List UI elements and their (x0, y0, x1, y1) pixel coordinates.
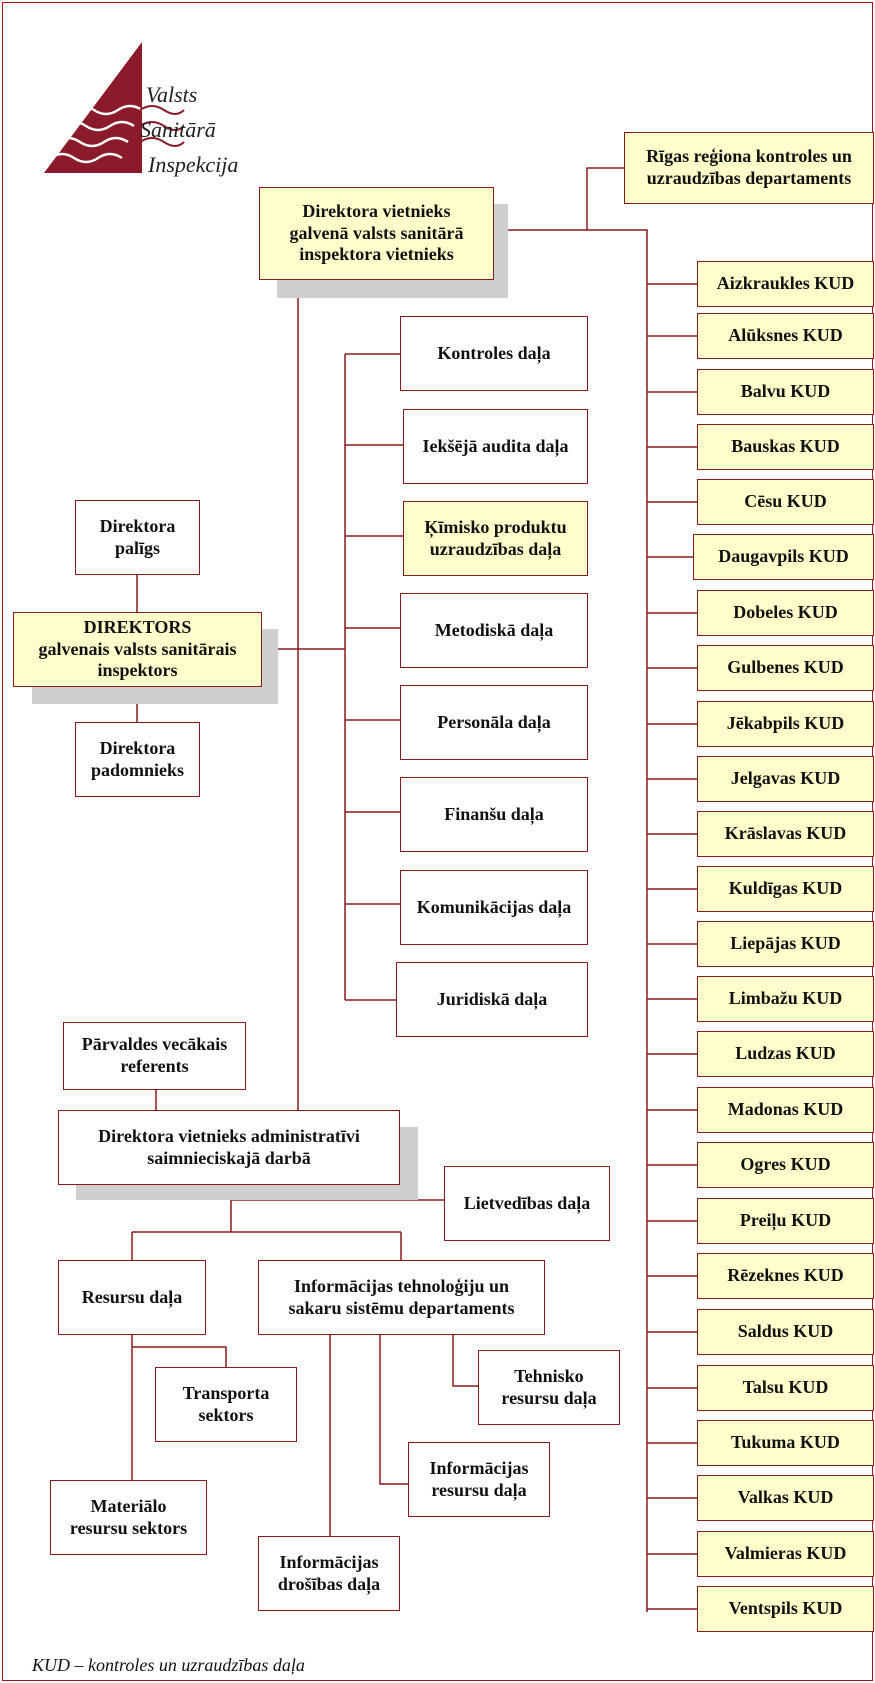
director-assistant-box[interactable]: Direktora palīgs (75, 500, 200, 575)
it-department-box[interactable]: Informācijas tehnoloģiju un sakaru sistē… (258, 1260, 545, 1335)
kud-box[interactable]: Gulbenes KUD (697, 645, 874, 691)
kud-box[interactable]: Aizkraukles KUD (697, 261, 874, 307)
kud-box[interactable]: Valkas KUD (697, 1475, 874, 1521)
kud-box[interactable]: Preiļu KUD (697, 1198, 874, 1244)
technical-resources-box[interactable]: Tehnisko resursu daļa (478, 1350, 620, 1425)
transport-sector-box[interactable]: Transporta sektors (155, 1367, 297, 1442)
kud-box[interactable]: Daugavpils KUD (693, 534, 874, 580)
kud-box[interactable]: Alūksnes KUD (697, 313, 874, 359)
info-resources-box[interactable]: Informācijas resursu daļa (408, 1442, 550, 1517)
kud-box[interactable]: Ogres KUD (697, 1142, 874, 1188)
resources-unit-box[interactable]: Resursu daļa (58, 1260, 206, 1335)
kud-box[interactable]: Kuldīgas KUD (697, 866, 874, 912)
records-unit-box[interactable]: Lietvedības daļa (444, 1166, 610, 1241)
methodical-unit-box[interactable]: Metodiskā daļa (400, 593, 588, 668)
kud-box[interactable]: Ludzas KUD (697, 1031, 874, 1077)
kud-box[interactable]: Rēzeknes KUD (697, 1253, 874, 1299)
footnote: KUD – kontroles un uzraudzības daļa (32, 1655, 305, 1675)
logo-text-line1: Valsts (146, 82, 197, 107)
kud-box[interactable]: Krāslavas KUD (697, 811, 874, 857)
riga-department-box[interactable]: Rīgas reģiona kontroles un uzraudzības d… (624, 132, 874, 204)
chemical-products-box[interactable]: Ķīmisko produktu uzraudzības daļa (403, 501, 588, 576)
control-unit-box[interactable]: Kontroles daļa (400, 316, 588, 391)
deputy-director-box[interactable]: Direktora vietnieks galvenā valsts sanit… (259, 187, 494, 280)
kud-box[interactable]: Valmieras KUD (697, 1531, 874, 1577)
kud-box[interactable]: Balvu KUD (697, 369, 874, 415)
communication-unit-box[interactable]: Komunikācijas daļa (400, 870, 588, 945)
kud-box[interactable]: Limbažu KUD (697, 976, 874, 1022)
kud-box[interactable]: Talsu KUD (697, 1365, 874, 1411)
logo-text-line2: Sanitārā (140, 117, 216, 142)
finance-unit-box[interactable]: Finanšu daļa (400, 777, 588, 852)
kud-box[interactable]: Bauskas KUD (697, 424, 874, 470)
kud-box[interactable]: Saldus KUD (697, 1309, 874, 1355)
logo-graphic: Valsts Sanitārā Inspekcija (44, 42, 238, 177)
kud-box[interactable]: Tukuma KUD (697, 1420, 874, 1466)
info-security-box[interactable]: Informācijas drošības daļa (258, 1536, 400, 1611)
logo: Valsts Sanitārā Inspekcija (40, 40, 280, 190)
director-advisor-box[interactable]: Direktora padomnieks (75, 722, 200, 797)
kud-box[interactable]: Ventspils KUD (697, 1586, 874, 1632)
legal-unit-box[interactable]: Juridiskā daļa (396, 962, 588, 1037)
kud-box[interactable]: Jēkabpils KUD (697, 701, 874, 747)
senior-referent-box[interactable]: Pārvaldes vecākais referents (63, 1022, 246, 1090)
internal-audit-box[interactable]: Iekšējā audita daļa (403, 409, 588, 484)
kud-box[interactable]: Cēsu KUD (697, 479, 874, 525)
kud-box[interactable]: Dobeles KUD (697, 590, 874, 636)
material-resources-box[interactable]: Materiālo resursu sektors (50, 1480, 207, 1555)
logo-text-line3: Inspekcija (147, 152, 238, 177)
kud-box[interactable]: Jelgavas KUD (697, 756, 874, 802)
deputy-admin-box[interactable]: Direktora vietnieks administratīvi saimn… (58, 1110, 400, 1185)
kud-box[interactable]: Madonas KUD (697, 1087, 874, 1133)
kud-box[interactable]: Liepājas KUD (697, 921, 874, 967)
personnel-unit-box[interactable]: Personāla daļa (400, 685, 588, 760)
director-box[interactable]: DIREKTORS galvenais valsts sanitārais in… (13, 612, 262, 687)
